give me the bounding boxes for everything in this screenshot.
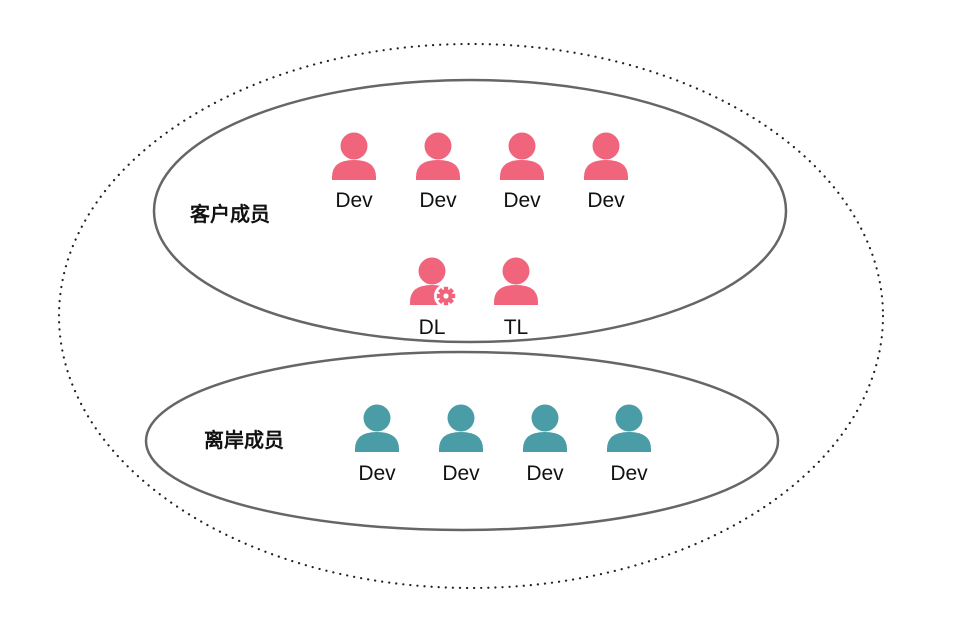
offshore-group-boundary [144,350,780,532]
member: Dev [584,132,628,212]
person-icon [416,132,460,180]
member: Dev [355,404,399,485]
member-label: Dev [335,189,373,212]
member: Dev [523,404,567,485]
person-gear-icon [410,257,458,308]
member: Dev [416,132,460,212]
person-icon [607,404,651,452]
person-icon [355,404,399,452]
member-label: Dev [526,462,564,485]
member: Dev [332,132,376,212]
offshore-group: 离岸成员 Dev Dev Dev Dev [144,350,780,532]
member-label: Dev [419,189,457,212]
member-label: Dev [610,462,648,485]
member-label: Dev [587,189,625,212]
client-group-boundary [152,78,788,344]
member-label: TL [504,316,529,339]
outer-team-boundary [57,42,885,590]
person-icon [332,132,376,180]
offshore-group-label: 离岸成员 [204,428,284,452]
member: Dev [607,404,651,485]
member: TL [494,257,538,339]
client-group-label: 客户成员 [189,202,270,226]
person-icon [439,404,483,452]
member: Dev [500,132,544,212]
offshore-members: Dev Dev Dev Dev [355,404,651,485]
gear-icon [436,286,456,306]
person-icon [494,257,538,305]
person-icon [500,132,544,180]
member: Dev [439,404,483,485]
member-label: Dev [442,462,480,485]
person-icon [523,404,567,452]
member-label: Dev [503,189,541,212]
member: DL [410,257,458,339]
member-label: Dev [358,462,396,485]
person-icon [584,132,628,180]
member-label: DL [419,316,446,339]
